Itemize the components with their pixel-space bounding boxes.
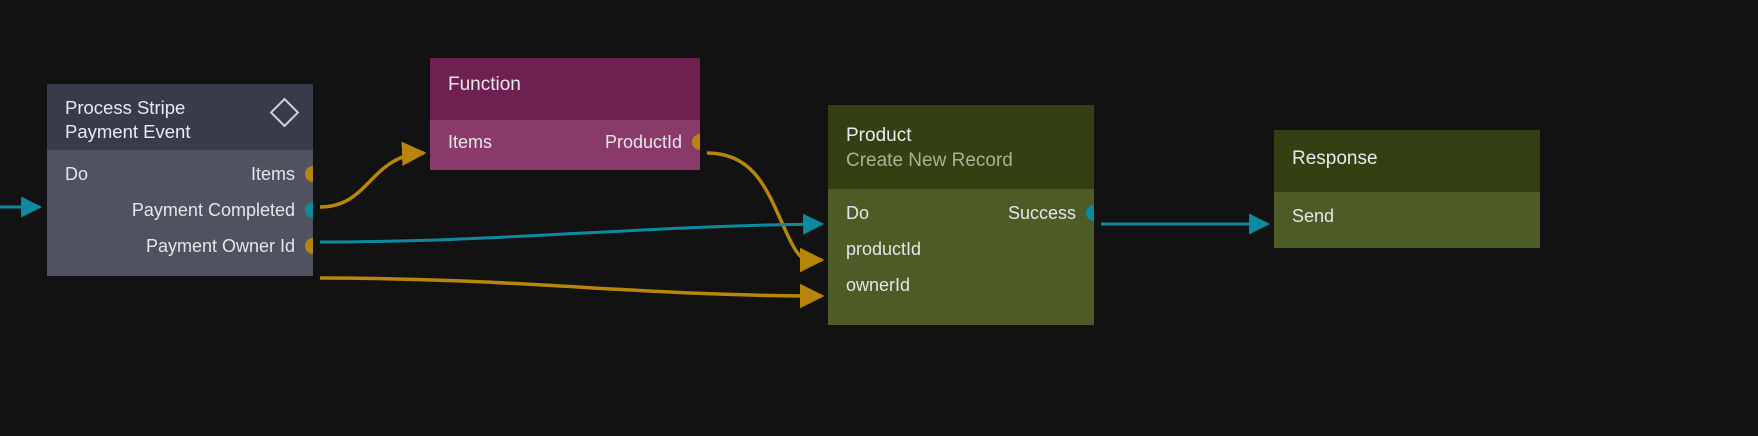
port-label-items: Items (250, 163, 295, 184)
node-title: Response (1292, 148, 1378, 169)
edge-function-productid-to-product-productid (706, 151, 825, 273)
port-row[interactable]: Do Success (846, 195, 1094, 231)
port-dot-payment-completed[interactable] (305, 202, 313, 218)
port-label-ownerid: ownerId (846, 274, 911, 295)
port-label-payment-completed: Payment Completed (131, 199, 295, 220)
node-header[interactable]: Product Create New Record (828, 105, 1094, 189)
port-label-payment-owner-id: Payment Owner Id (145, 235, 295, 256)
node-response[interactable]: Response Send (1274, 130, 1540, 248)
port-label-items: Items (448, 131, 493, 152)
port-row[interactable]: Items ProductId (448, 124, 700, 160)
node-title: Process Stripe Payment Event (65, 97, 191, 142)
port-row[interactable]: ownerId (846, 267, 1076, 303)
node-header[interactable]: Function (430, 58, 700, 120)
port-row[interactable]: Payment Owner Id (65, 228, 313, 264)
port-row[interactable]: Payment Completed (65, 192, 313, 228)
port-label-productid: ProductId (604, 131, 682, 152)
port-dot-productid[interactable] (692, 134, 700, 150)
node-process-stripe-payment-event[interactable]: Process Stripe Payment Event Do Items Pa… (47, 84, 313, 276)
edge-trigger-items-to-function-items (319, 141, 427, 209)
node-function[interactable]: Function Items ProductId (430, 58, 700, 170)
port-label-do: Do (65, 163, 89, 184)
node-title: Function (448, 74, 521, 95)
node-subtitle: Create New Record (846, 150, 1013, 171)
port-row[interactable]: Do Items (65, 156, 313, 192)
edge-trigger-payment-completed-to-product-do (319, 213, 825, 244)
node-title: Product (846, 125, 912, 146)
port-label-send: Send (1292, 205, 1335, 226)
port-dot-success[interactable] (1086, 205, 1094, 221)
node-body: Do Items Payment Completed Payment Owner… (47, 150, 313, 276)
port-dot-items[interactable] (305, 166, 313, 182)
node-body: Do Success productId ownerId (828, 189, 1094, 325)
edge-trigger-payment-owner-id-to-product-ownerid (319, 276, 825, 309)
node-body: Items ProductId (430, 120, 700, 170)
port-label-success: Success (1007, 202, 1076, 223)
port-row[interactable]: productId (846, 231, 1076, 267)
port-label-productid: productId (846, 238, 922, 259)
port-dot-payment-owner-id[interactable] (305, 238, 313, 254)
port-label-do: Do (846, 202, 870, 223)
node-header[interactable]: Response (1274, 130, 1540, 192)
node-product-create-new-record[interactable]: Product Create New Record Do Success pro… (828, 105, 1094, 325)
node-body: Send (1274, 192, 1540, 248)
node-header[interactable]: Process Stripe Payment Event (47, 84, 313, 150)
port-row[interactable]: Send (1292, 198, 1522, 234)
